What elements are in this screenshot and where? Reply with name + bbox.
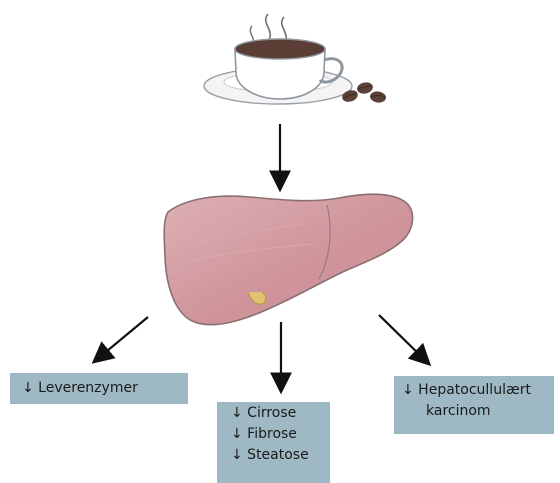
arrow-liver-to-leverenzymer: [95, 317, 148, 361]
outcome-box-hepatocellular-carcinoma: ↓ Hepatocullulært karcinom: [394, 376, 554, 434]
outcome-label-fibrose: ↓ Fibrose: [231, 424, 330, 445]
coffee-cup-icon: [204, 14, 352, 104]
outcome-label-cirrose: ↓ Cirrose: [231, 403, 330, 424]
outcome-box-cirrose-fibrose-steatose: ↓ Cirrose ↓ Fibrose ↓ Steatose: [217, 402, 330, 483]
outcome-label-leverenzymer: ↓ Leverenzymer: [22, 378, 188, 399]
outcome-label-steatose: ↓ Steatose: [231, 445, 330, 466]
liver-illustration: [164, 194, 412, 324]
outcome-label-hcc-line-1: ↓ Hepatocullulært: [402, 380, 554, 401]
outcome-label-hcc-line-2: karcinom: [402, 401, 554, 422]
outcome-box-leverenzymer: ↓ Leverenzymer: [10, 373, 188, 404]
arrow-liver-to-hepatocellular-carcinoma: [379, 315, 428, 363]
